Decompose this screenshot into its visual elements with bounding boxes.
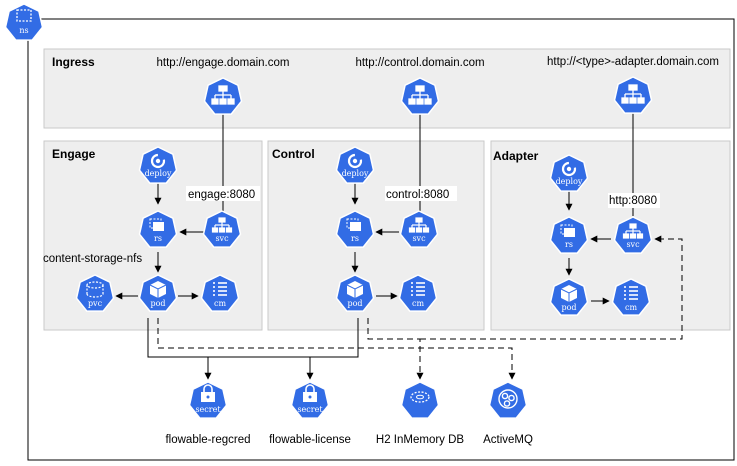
svg-text:secret: secret [297, 405, 323, 414]
svg-text:cm: cm [412, 299, 424, 308]
svg-text:deploy: deploy [145, 169, 172, 178]
adapter-url: http://<type>-adapter.domain.com [547, 56, 719, 68]
adapter-ingress-icon [613, 76, 653, 114]
control-deploy-icon: deploy [335, 146, 375, 184]
ingress-panel [43, 48, 731, 129]
svg-text:cm: cm [625, 303, 637, 312]
adapter-panel [490, 140, 731, 331]
svg-text:rs: rs [154, 234, 162, 243]
control-port-label: control:8080 [386, 189, 449, 201]
adapter-svc-icon: svc [613, 216, 653, 254]
content-storage-label: content-storage-nfs [43, 253, 142, 265]
engage-pvc-icon: pvc [75, 274, 115, 312]
h2-database-icon [400, 381, 440, 419]
svg-text:rs: rs [565, 240, 573, 249]
engage-panel-title: Engage [52, 147, 96, 161]
svg-text:pod: pod [150, 299, 165, 308]
h2-inmemory-db-label: H2 InMemory DB [376, 434, 465, 446]
svg-text:cm: cm [214, 299, 226, 308]
ingress-panel-title: Ingress [52, 55, 95, 69]
engage-rs-icon: rs [138, 210, 178, 248]
connectors [115, 110, 683, 380]
adapter-cm-icon: cm [611, 278, 651, 316]
svg-text:svc: svc [215, 234, 229, 243]
engage-svc-icon: svc [202, 210, 242, 248]
activemq-gear-cluster-icon [488, 381, 528, 419]
svg-text:secret: secret [195, 405, 221, 414]
namespace-icon: ns [4, 3, 44, 41]
flowable-license-label: flowable-license [269, 434, 351, 446]
activemq-label: ActiveMQ [483, 434, 533, 446]
svg-text:svc: svc [412, 234, 426, 243]
namespace-label: ns [19, 26, 28, 35]
engage-pod-icon: pod [138, 274, 178, 312]
svg-text:pod: pod [347, 299, 362, 308]
svg-text:rs: rs [351, 234, 359, 243]
flowable-license-secret-icon: secret [290, 381, 330, 419]
svg-text:svc: svc [626, 240, 640, 249]
adapter-panel-title: Adapter [493, 149, 539, 163]
svg-text:deploy: deploy [342, 169, 369, 178]
control-ingress-icon [400, 77, 440, 115]
engage-port-label: engage:8080 [188, 189, 255, 201]
engage-ingress-icon [203, 77, 243, 115]
adapter-rs-icon: rs [549, 216, 589, 254]
adapter-deploy-icon: deploy [549, 154, 589, 192]
svg-text:pod: pod [561, 303, 576, 312]
engage-cm-icon: cm [200, 274, 240, 312]
control-panel [267, 140, 485, 331]
svg-text:pvc: pvc [88, 299, 103, 308]
engage-deploy-icon: deploy [138, 146, 178, 184]
adapter-port-label: http:8080 [609, 195, 657, 207]
flowable-regcred-label: flowable-regcred [165, 434, 250, 446]
control-panel-title: Control [272, 147, 315, 161]
engage-url: http://engage.domain.com [157, 57, 290, 69]
control-svc-icon: svc [399, 210, 439, 248]
adapter-pod-icon: pod [549, 278, 589, 316]
control-url: http://control.domain.com [355, 57, 484, 69]
control-rs-icon: rs [335, 210, 375, 248]
svg-text:deploy: deploy [556, 177, 583, 186]
flowable-regcred-secret-icon: secret [188, 381, 228, 419]
control-cm-icon: cm [398, 274, 438, 312]
control-pod-icon: pod [335, 274, 375, 312]
